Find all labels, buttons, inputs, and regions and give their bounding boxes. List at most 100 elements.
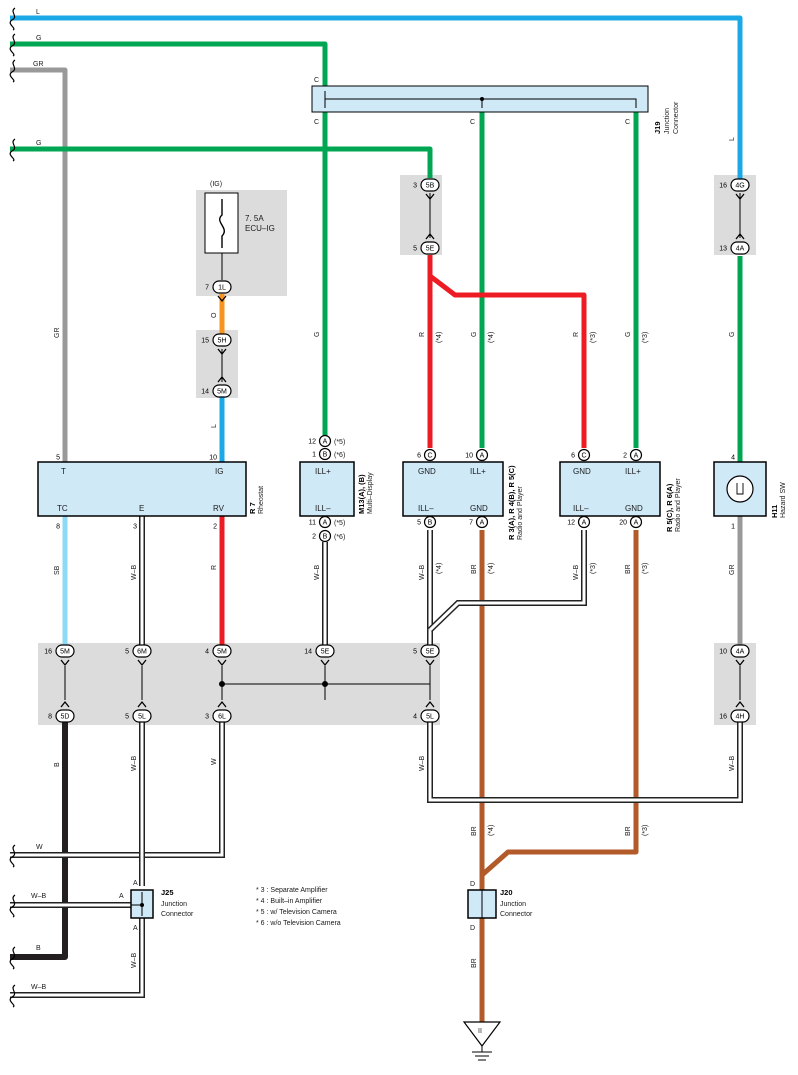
j19-name: Junction (664, 108, 671, 134)
lbl-wb-1: W–B (131, 565, 138, 581)
connector-bubble (420, 644, 440, 658)
connector-bubble (420, 241, 440, 255)
bracket-out4 (9, 984, 16, 1008)
bracket-out2 (9, 894, 16, 918)
connector-pin: 10 (465, 453, 473, 460)
connector-arrow-icon (217, 659, 227, 667)
connector-pin: 12 (567, 520, 575, 527)
hazard-lamp-icon (726, 475, 754, 503)
out3-label: B (36, 945, 41, 952)
lbl-br-5: BR (471, 958, 478, 968)
connector-code: 4G (735, 183, 744, 190)
note-3: * 5 : w/ Television Camera (256, 909, 337, 916)
wire-end-labels: L G GR G W W–B B W–B (31, 9, 47, 991)
connector-pin: 3 (413, 183, 417, 190)
connector-pin: 1 (312, 452, 316, 459)
j25-name: Junction (161, 901, 187, 908)
connector-bubble (730, 178, 750, 192)
connector-arrow-icon (217, 700, 227, 708)
connector-r7-p10: 10 (209, 455, 217, 462)
lbl-o4-3: (*4) (436, 563, 443, 574)
connector-ig-1l: 1L7 (205, 280, 232, 303)
r3-label: R 3(A), R 4(B), R 5(C) Radio and Player (507, 465, 524, 540)
wire-ends (9, 7, 16, 1008)
connector-bubble (318, 434, 332, 448)
connector-code: 5E (321, 649, 330, 656)
r7-pin-rv: RV (213, 504, 225, 513)
j25-pin-bot: A (133, 925, 138, 932)
fuse-block: (IG) 7. 5A ECU–IG (204, 181, 275, 280)
component-r7: T IG TC E RV R 7 Rheostat (37, 461, 265, 517)
lbl-br-1: BR (471, 564, 478, 574)
r7-pin-t: T (61, 467, 66, 476)
lbl-br-2: BR (625, 564, 632, 574)
connector-pin: 15 (201, 338, 209, 345)
lbl-o: O (211, 312, 218, 318)
r5-pin-ill-minus: ILL– (573, 504, 589, 513)
connector-pin: 7 (205, 285, 209, 292)
w-6l-out (10, 722, 225, 858)
r3-pin-ill-minus: ILL– (418, 504, 434, 513)
m13-option-labels: (*5) (*6) (*5) (*6) (334, 439, 345, 541)
double-wires (10, 516, 743, 998)
j19-pin-1: C (314, 119, 319, 126)
connector-code: 5H (218, 338, 227, 345)
connector-code: C (427, 453, 432, 460)
connector-arrow-icon (60, 700, 70, 708)
lbl-r-1: R (419, 332, 426, 337)
connector-pin: 5 (125, 714, 129, 721)
r5-pin-gnd2: GND (625, 504, 643, 513)
in2-label: G (36, 35, 41, 42)
bracket-in3 (9, 59, 16, 83)
component-m13: ILL+ ILL– M13(A), (B) Multi–Display (299, 461, 374, 517)
lbl-g-hazard: G (729, 332, 736, 337)
bracket-in1 (9, 7, 16, 31)
connector-bubble (730, 241, 750, 255)
connector-r3-b5: B5 (417, 515, 437, 529)
lbl-wb-5: W–B (131, 756, 138, 772)
connector-r5-a12: A12 (567, 515, 591, 529)
connector-c-5b: 5B3 (413, 178, 440, 201)
connector-bubble (577, 448, 591, 462)
wb-r5-join (427, 530, 587, 633)
connector-arrow-icon (425, 700, 435, 708)
connector-j-5l-5: 5L5 (125, 700, 152, 723)
lbl-l-1: L (211, 424, 218, 428)
m13-body (299, 461, 355, 517)
connector-bubble (423, 515, 437, 529)
connector-arrow-icon (217, 375, 227, 383)
connector-arrow-icon (137, 700, 147, 708)
ground-triangle (462, 1021, 502, 1047)
lbl-w: W (211, 758, 218, 765)
connector-bubble (730, 644, 750, 658)
r7-pin-tc: TC (57, 504, 68, 513)
connector-c-5h: 5H 15 (201, 333, 232, 356)
r3-pin-gnd2: GND (470, 504, 488, 513)
wb-j25-out-in (10, 918, 144, 997)
m13-opt-6-top: (*6) (334, 452, 345, 459)
lbl-wb-8: W–B (131, 953, 138, 969)
j19-dot (480, 97, 484, 101)
connector-code: A (323, 520, 328, 527)
connector-bubble (212, 333, 232, 347)
ground-lines (472, 1046, 492, 1061)
connector-bubble (132, 709, 152, 723)
connector-bubble (55, 709, 75, 723)
j20-pin-bot: D (470, 925, 475, 932)
connector-code: 5E (426, 246, 435, 253)
wire-gr-rheostat (10, 67, 68, 462)
connector-arrow-icon (735, 193, 745, 201)
connector-pin: 16 (719, 183, 727, 190)
connector-bubble (318, 515, 332, 529)
j25-id: J25 (161, 888, 174, 897)
m13-name: Multi–Display (367, 472, 374, 514)
lbl-o3-5: (*3) (642, 825, 649, 836)
m13-pin-ill-minus: ILL– (315, 504, 331, 513)
lbl-wb-4: W–B (573, 565, 580, 581)
lbl-o4-5: (*4) (488, 825, 495, 836)
connector-pin: 1 (731, 524, 735, 531)
lbl-wb-3: W–B (419, 565, 426, 581)
connector-r7-p2: 2 (213, 524, 217, 531)
connector-r7-p3: 3 (133, 524, 137, 531)
